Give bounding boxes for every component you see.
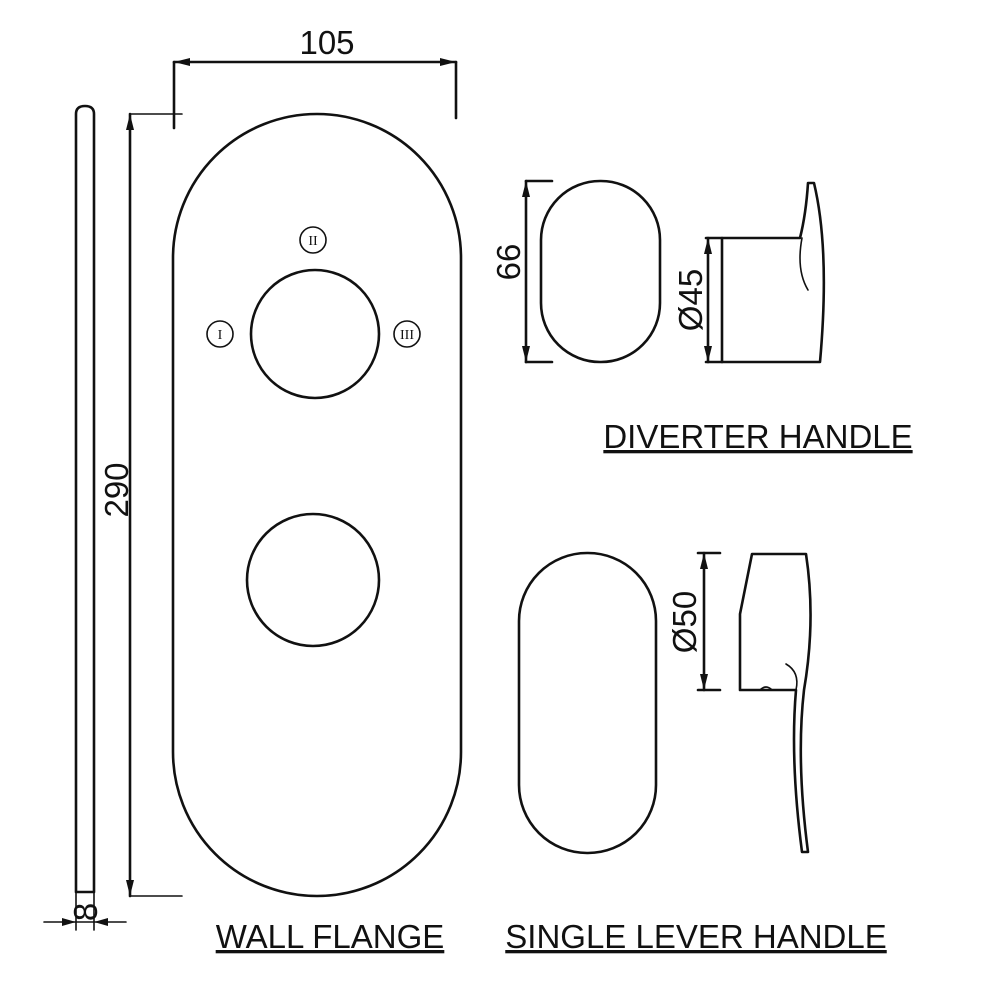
svg-text:II: II <box>308 234 318 249</box>
position-marker-iii: III <box>393 320 421 348</box>
flange-outline <box>171 112 463 898</box>
diverter-height-label: 66 <box>490 244 527 281</box>
lever-diameter-label: Ø50 <box>666 591 703 653</box>
width-label: 105 <box>299 24 354 61</box>
wall-flange: I II III <box>171 112 463 898</box>
flange-side-profile <box>74 104 96 894</box>
height-dimension: 290 <box>98 112 183 898</box>
svg-text:III: III <box>400 328 414 343</box>
thickness-dimension: 8 <box>43 891 127 931</box>
mixer-hole <box>245 512 381 648</box>
width-dimension: 105 <box>172 24 458 130</box>
diverter-handle-side: Ø45 <box>672 181 826 364</box>
diverter-oval <box>539 179 662 364</box>
single-lever-caption: SINGLE LEVER HANDLE <box>505 918 886 955</box>
svg-text:I: I <box>218 328 223 343</box>
diverter-handle-caption: DIVERTER HANDLE <box>603 418 912 455</box>
thickness-label: 8 <box>67 903 104 921</box>
lever-oval <box>517 551 658 855</box>
height-label: 290 <box>98 462 135 517</box>
single-lever-side: Ø50 <box>666 551 812 854</box>
diverter-diameter-label: Ø45 <box>672 269 709 331</box>
position-marker-ii: II <box>299 226 327 254</box>
position-marker-i: I <box>206 320 234 348</box>
diverter-handle-front: 66 <box>490 179 662 364</box>
wall-flange-caption: WALL FLANGE <box>216 918 445 955</box>
diverter-hole <box>249 268 381 400</box>
single-lever-front <box>517 551 658 855</box>
